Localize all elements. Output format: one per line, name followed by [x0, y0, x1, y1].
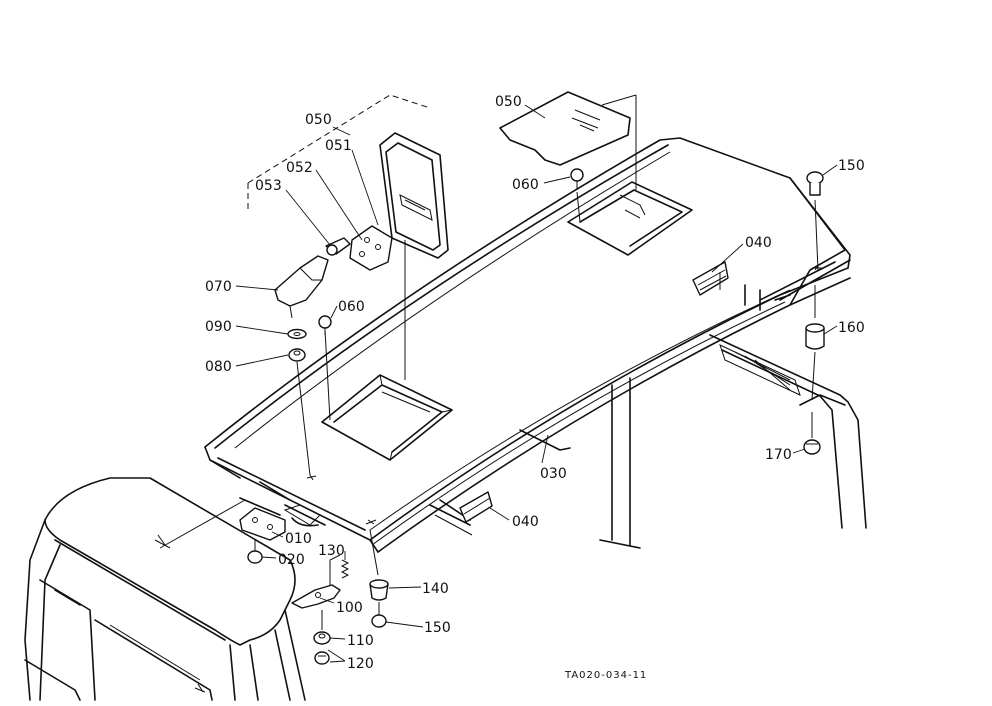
cover-050-top — [499, 91, 631, 166]
label-090: 090 — [205, 319, 232, 335]
nuts-120 — [314, 651, 330, 665]
nut-170 — [803, 439, 821, 455]
label-060-right: 060 — [512, 177, 539, 193]
assembly-lines — [159, 94, 822, 630]
washer-090-inner — [293, 332, 301, 336]
label-051: 051 — [325, 138, 352, 154]
label-053: 053 — [255, 178, 282, 194]
label-050-cover: 050 — [495, 94, 522, 110]
label-030: 030 — [540, 466, 567, 482]
label-040-bottom: 040 — [512, 514, 539, 530]
label-040-top: 040 — [745, 235, 772, 251]
nut-080 — [288, 348, 306, 362]
washer-110 — [313, 631, 331, 645]
handle-070 — [274, 255, 329, 319]
label-150-top: 150 — [838, 158, 865, 174]
roof-opening-right — [567, 181, 693, 256]
label-080: 080 — [205, 359, 232, 375]
spring-130 — [340, 559, 350, 579]
label-170: 170 — [765, 447, 792, 463]
bolt-150-bottom — [371, 604, 387, 628]
clip-040-bottom — [459, 491, 493, 523]
label-100: 100 — [336, 600, 363, 616]
label-020: 020 — [278, 552, 305, 568]
label-140: 140 — [422, 581, 449, 597]
drawing-code: TA020-034-11 — [564, 670, 647, 681]
callout-labels: 050 051 052 053 070 090 080 060 050 060 … — [205, 94, 865, 681]
washer-090 — [287, 328, 307, 340]
roof-opening-left — [321, 374, 453, 461]
label-052: 052 — [286, 160, 313, 176]
label-050-lid: 050 — [305, 112, 332, 128]
leader-lines — [235, 104, 838, 663]
spacer-160 — [805, 323, 825, 350]
bolt-150-top — [806, 171, 824, 196]
label-060-left: 060 — [338, 299, 365, 315]
label-120: 120 — [347, 656, 374, 672]
hinge-bracket-010 — [239, 504, 321, 541]
knob-060-right — [570, 168, 584, 190]
roof-panel-030 — [204, 137, 851, 553]
cab-front-body — [24, 477, 306, 701]
bushing-140 — [369, 579, 389, 601]
label-160: 160 — [838, 320, 865, 336]
label-070: 070 — [205, 279, 232, 295]
label-010: 010 — [285, 531, 312, 547]
label-150-bottom: 150 — [424, 620, 451, 636]
label-110: 110 — [347, 633, 374, 649]
cab-frame — [599, 259, 867, 549]
clip-040-top — [692, 261, 729, 296]
label-130: 130 — [318, 543, 345, 559]
latch-100 — [291, 584, 341, 609]
